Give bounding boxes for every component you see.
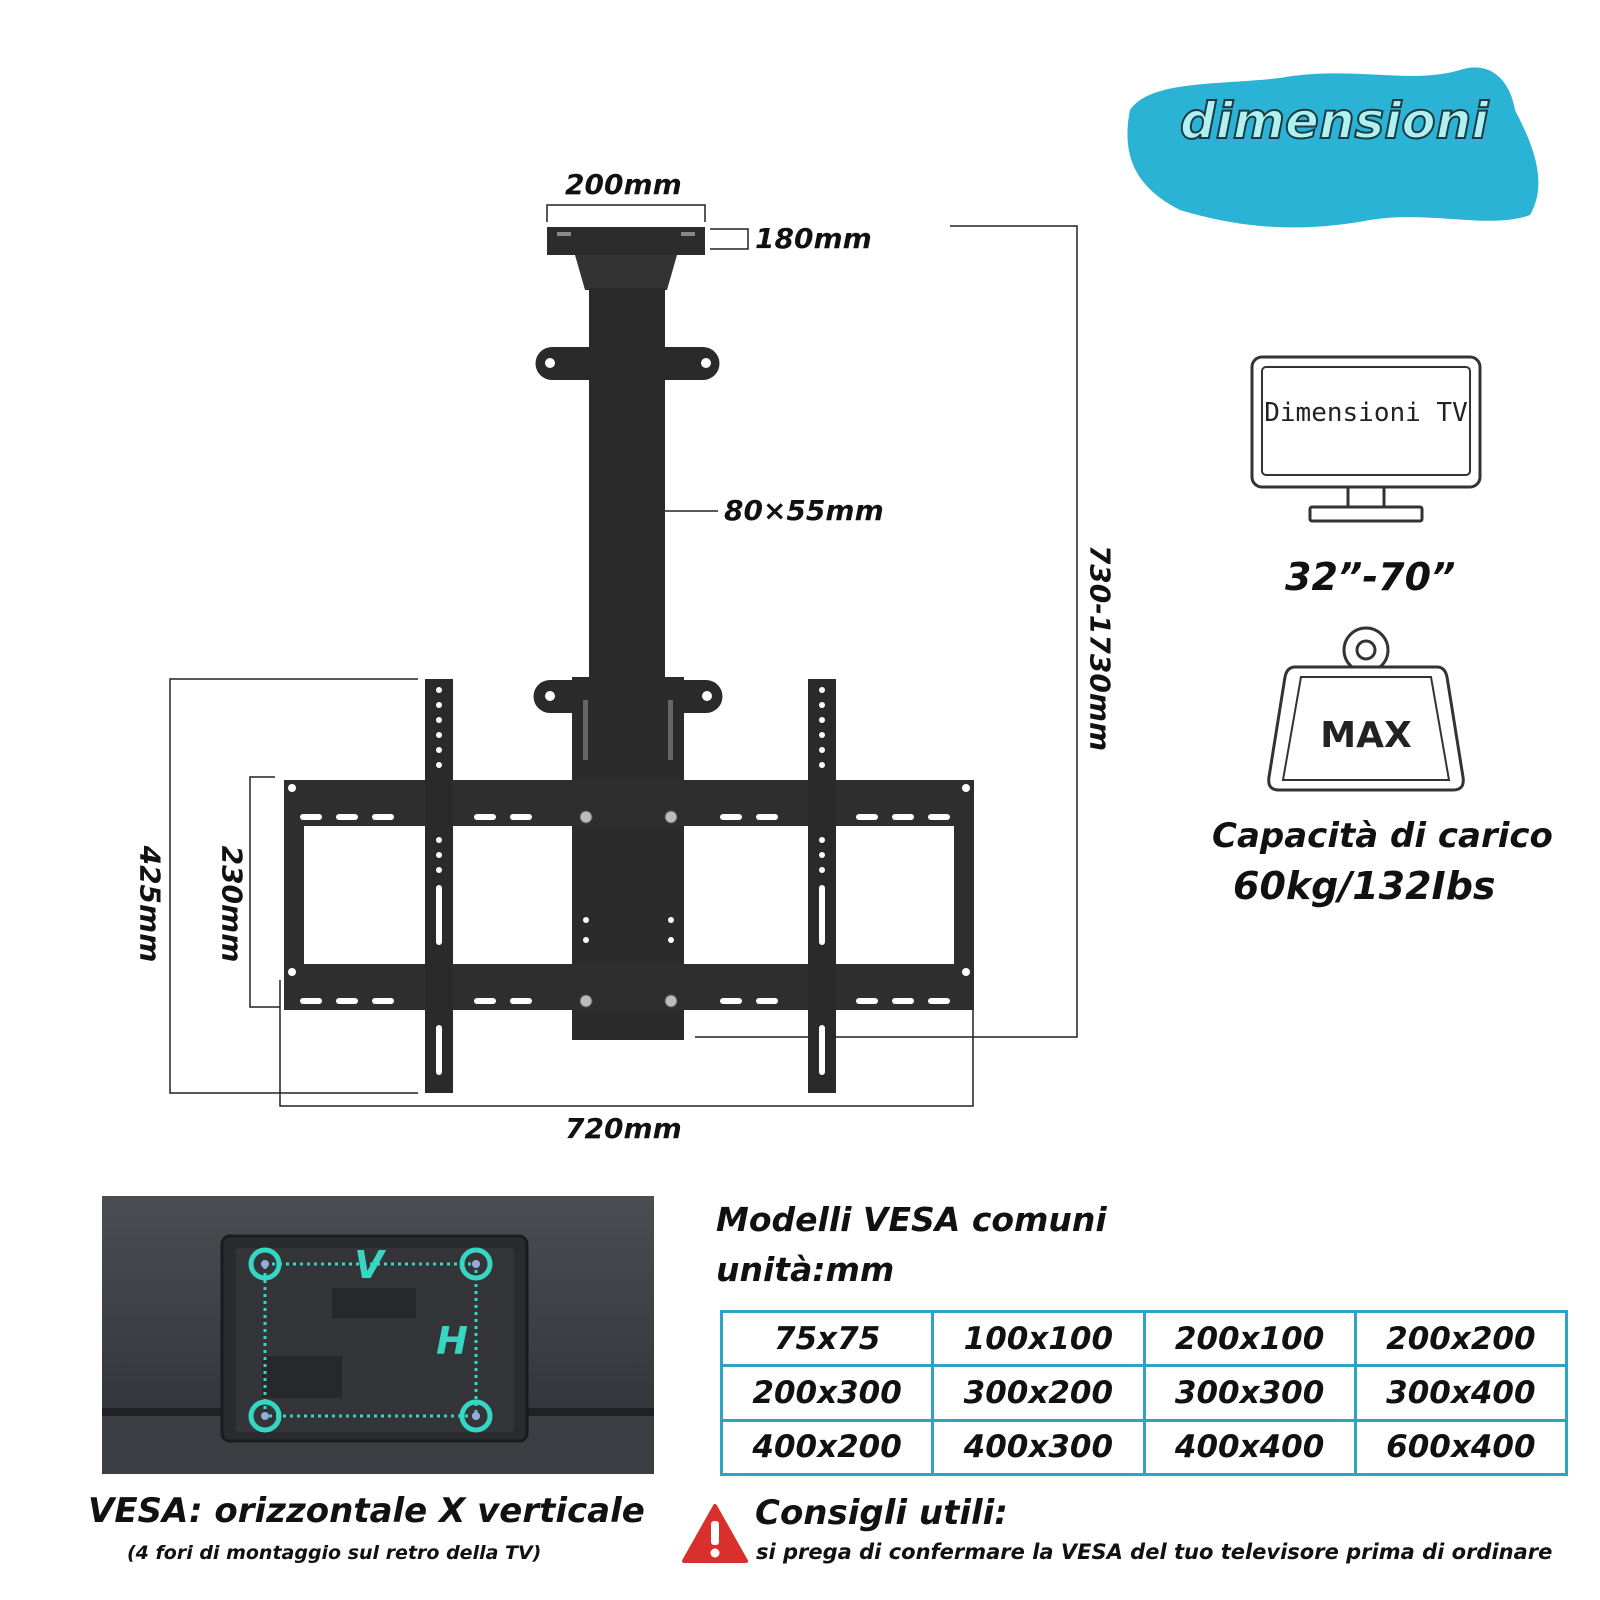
ceiling-plate (547, 227, 705, 255)
dim-line-outer-height (169, 678, 418, 1094)
table-cell: 400x300 (931, 1418, 1146, 1477)
tips-text: si prega di confermare la VESA del tuo t… (756, 1540, 1553, 1564)
dim-line-width (279, 980, 974, 1107)
table-cell: 400x400 (1142, 1418, 1357, 1477)
table-cell: 200x200 (1353, 1309, 1569, 1368)
dim-top-width: 200mm (565, 168, 682, 201)
load-capacity-value: 60kg/132Ibs (1233, 864, 1496, 908)
vesa-hole-bottom-left (248, 1399, 282, 1433)
dim-width: 720mm (565, 1112, 682, 1145)
vesa-table-title: Modelli VESA comuni (716, 1200, 1107, 1239)
pole (589, 288, 665, 688)
vesa-pattern-outline (263, 1262, 478, 1418)
badge-label: dimensioni (1179, 91, 1490, 151)
table-cell: 300x400 (1353, 1364, 1569, 1422)
vesa-table-unit: unità:mm (716, 1250, 895, 1289)
warning-icon (682, 1504, 748, 1563)
vesa-hole-bottom-right (459, 1399, 493, 1433)
table-cell: 400x200 (719, 1418, 935, 1477)
dim-outer-height: 425mm (133, 845, 167, 963)
vesa-table: 75x75 100x100 200x100 200x200 200x300 30… (719, 1309, 1569, 1477)
dim-line-top-width (546, 204, 706, 222)
dim-top-depth: 180mm (755, 222, 872, 255)
table-cell: 75x75 (719, 1309, 935, 1368)
vesa-h-label: H (436, 1319, 468, 1363)
table-cell: 600x400 (1353, 1418, 1569, 1477)
dim-line-inner-height (249, 776, 280, 1008)
dim-line-height (695, 225, 1078, 1038)
badge-blob (1127, 67, 1539, 228)
ceiling-bracket (575, 255, 677, 290)
dim-inner-height: 230mm (215, 845, 249, 963)
upper-ear-left (535, 347, 590, 380)
frame-left-side (284, 780, 304, 1010)
vesa-caption-note: (4 fori di montaggio sul retro della TV) (127, 1542, 542, 1564)
vesa-v-label: V (354, 1243, 386, 1287)
tv-screen-label: Dimensioni TV (1264, 398, 1468, 428)
dim-line-top-depth (710, 228, 749, 250)
weight-icon (1267, 626, 1465, 792)
mount-drawing (169, 204, 1078, 1107)
table-row: 200x300 300x200 300x300 300x400 (719, 1364, 1569, 1422)
table-cell: 300x200 (931, 1364, 1146, 1422)
vesa-diagram: V H (102, 1196, 654, 1474)
table-cell: 100x100 (931, 1309, 1146, 1368)
vesa-hole-top-left (248, 1247, 282, 1281)
table-row: 75x75 100x100 200x100 200x200 (719, 1309, 1569, 1368)
upper-ear-right (665, 347, 720, 380)
table-cell: 300x300 (1142, 1364, 1357, 1422)
tv-icon (1250, 355, 1482, 523)
dim-height-range: 730-1730mm (1083, 544, 1117, 752)
vesa-caption-title: VESA: orizzontale X verticale (88, 1491, 645, 1531)
frame-right-side (954, 780, 974, 1010)
load-capacity-caption: Capacità di carico (1212, 816, 1553, 856)
vesa-hole-top-right (459, 1247, 493, 1281)
table-cell: 200x100 (1142, 1309, 1357, 1368)
tv-size-range: 32”-70” (1285, 555, 1456, 599)
weight-max-label: MAX (1320, 715, 1412, 756)
table-row: 400x200 400x300 400x400 600x400 (719, 1418, 1569, 1477)
tips-title: Consigli utili: (755, 1493, 1008, 1533)
dimensions-badge (1127, 67, 1539, 228)
dim-pole: 80×55mm (724, 494, 884, 527)
table-cell: 200x300 (719, 1364, 935, 1422)
